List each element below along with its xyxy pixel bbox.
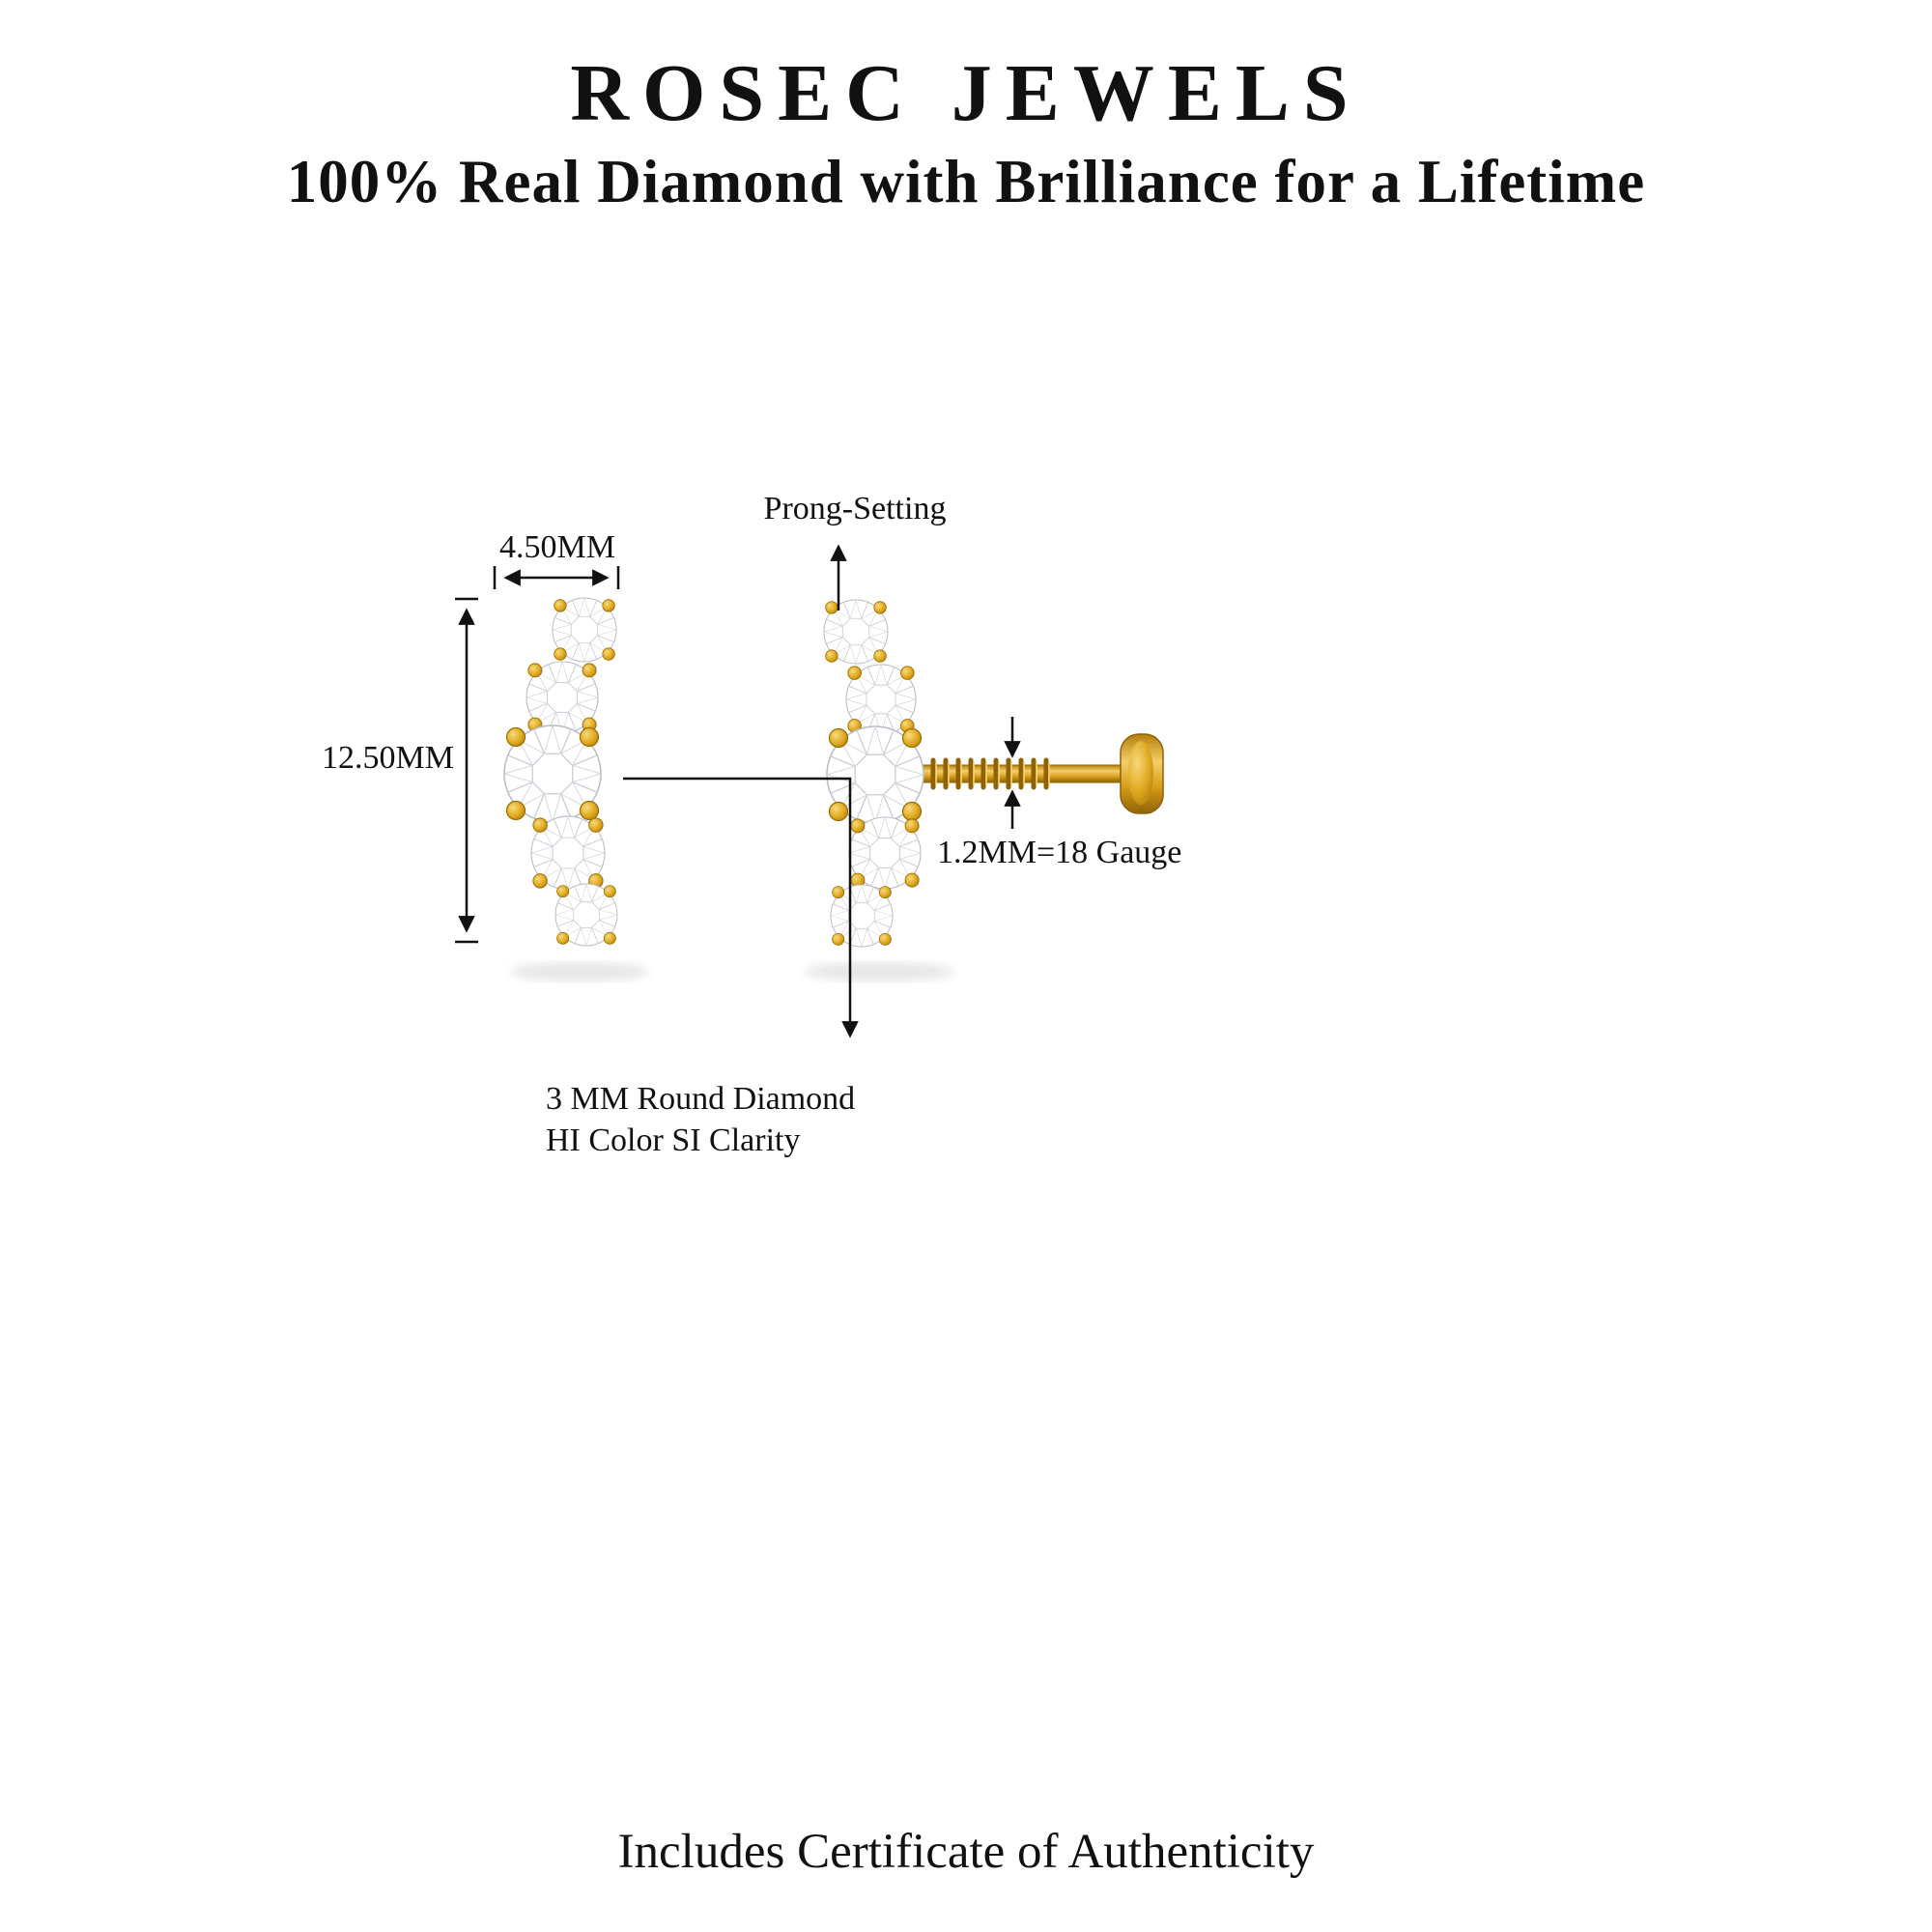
diamond-stone (526, 661, 599, 734)
diamond-spec-line2: HI Color SI Clarity (546, 1122, 801, 1158)
certificate-note: Includes Certificate of Authenticity (617, 1825, 1315, 1879)
diamond-stone (554, 883, 618, 947)
height-dimension-line (455, 597, 478, 944)
diamond-stone (848, 816, 922, 890)
diamond-stone (845, 664, 917, 735)
diamond-stone (503, 724, 602, 823)
brand-title: ROSEC JEWELS (570, 48, 1362, 138)
diamond-stone (830, 884, 894, 948)
height-dimension-label: 12.50MM (322, 740, 454, 776)
side-earring-illustration (823, 599, 1164, 948)
width-dimension-label: 4.50MM (499, 529, 615, 565)
ground-shadows (510, 962, 954, 981)
diamond-stone (530, 815, 606, 891)
diamond-stone (552, 597, 617, 663)
diamond-spec-leader-line (623, 777, 859, 1038)
front-earring-illustration (503, 597, 618, 947)
labret-post (915, 733, 1164, 814)
tagline: 100% Real Diamond with Brilliance for a … (286, 148, 1646, 215)
width-dimension-line (493, 566, 620, 589)
diamond-stone (826, 725, 924, 824)
gauge-label: 1.2MM=18 Gauge (937, 835, 1182, 870)
screw-threads-icon (930, 757, 1049, 790)
diamond-stone (823, 599, 889, 665)
diamond-spec-note: 3 MM Round Diamond HI Color SI Clarity (546, 1078, 855, 1161)
diamond-spec-line1: 3 MM Round Diamond (546, 1081, 856, 1117)
prong-setting-label: Prong-Setting (763, 491, 947, 526)
